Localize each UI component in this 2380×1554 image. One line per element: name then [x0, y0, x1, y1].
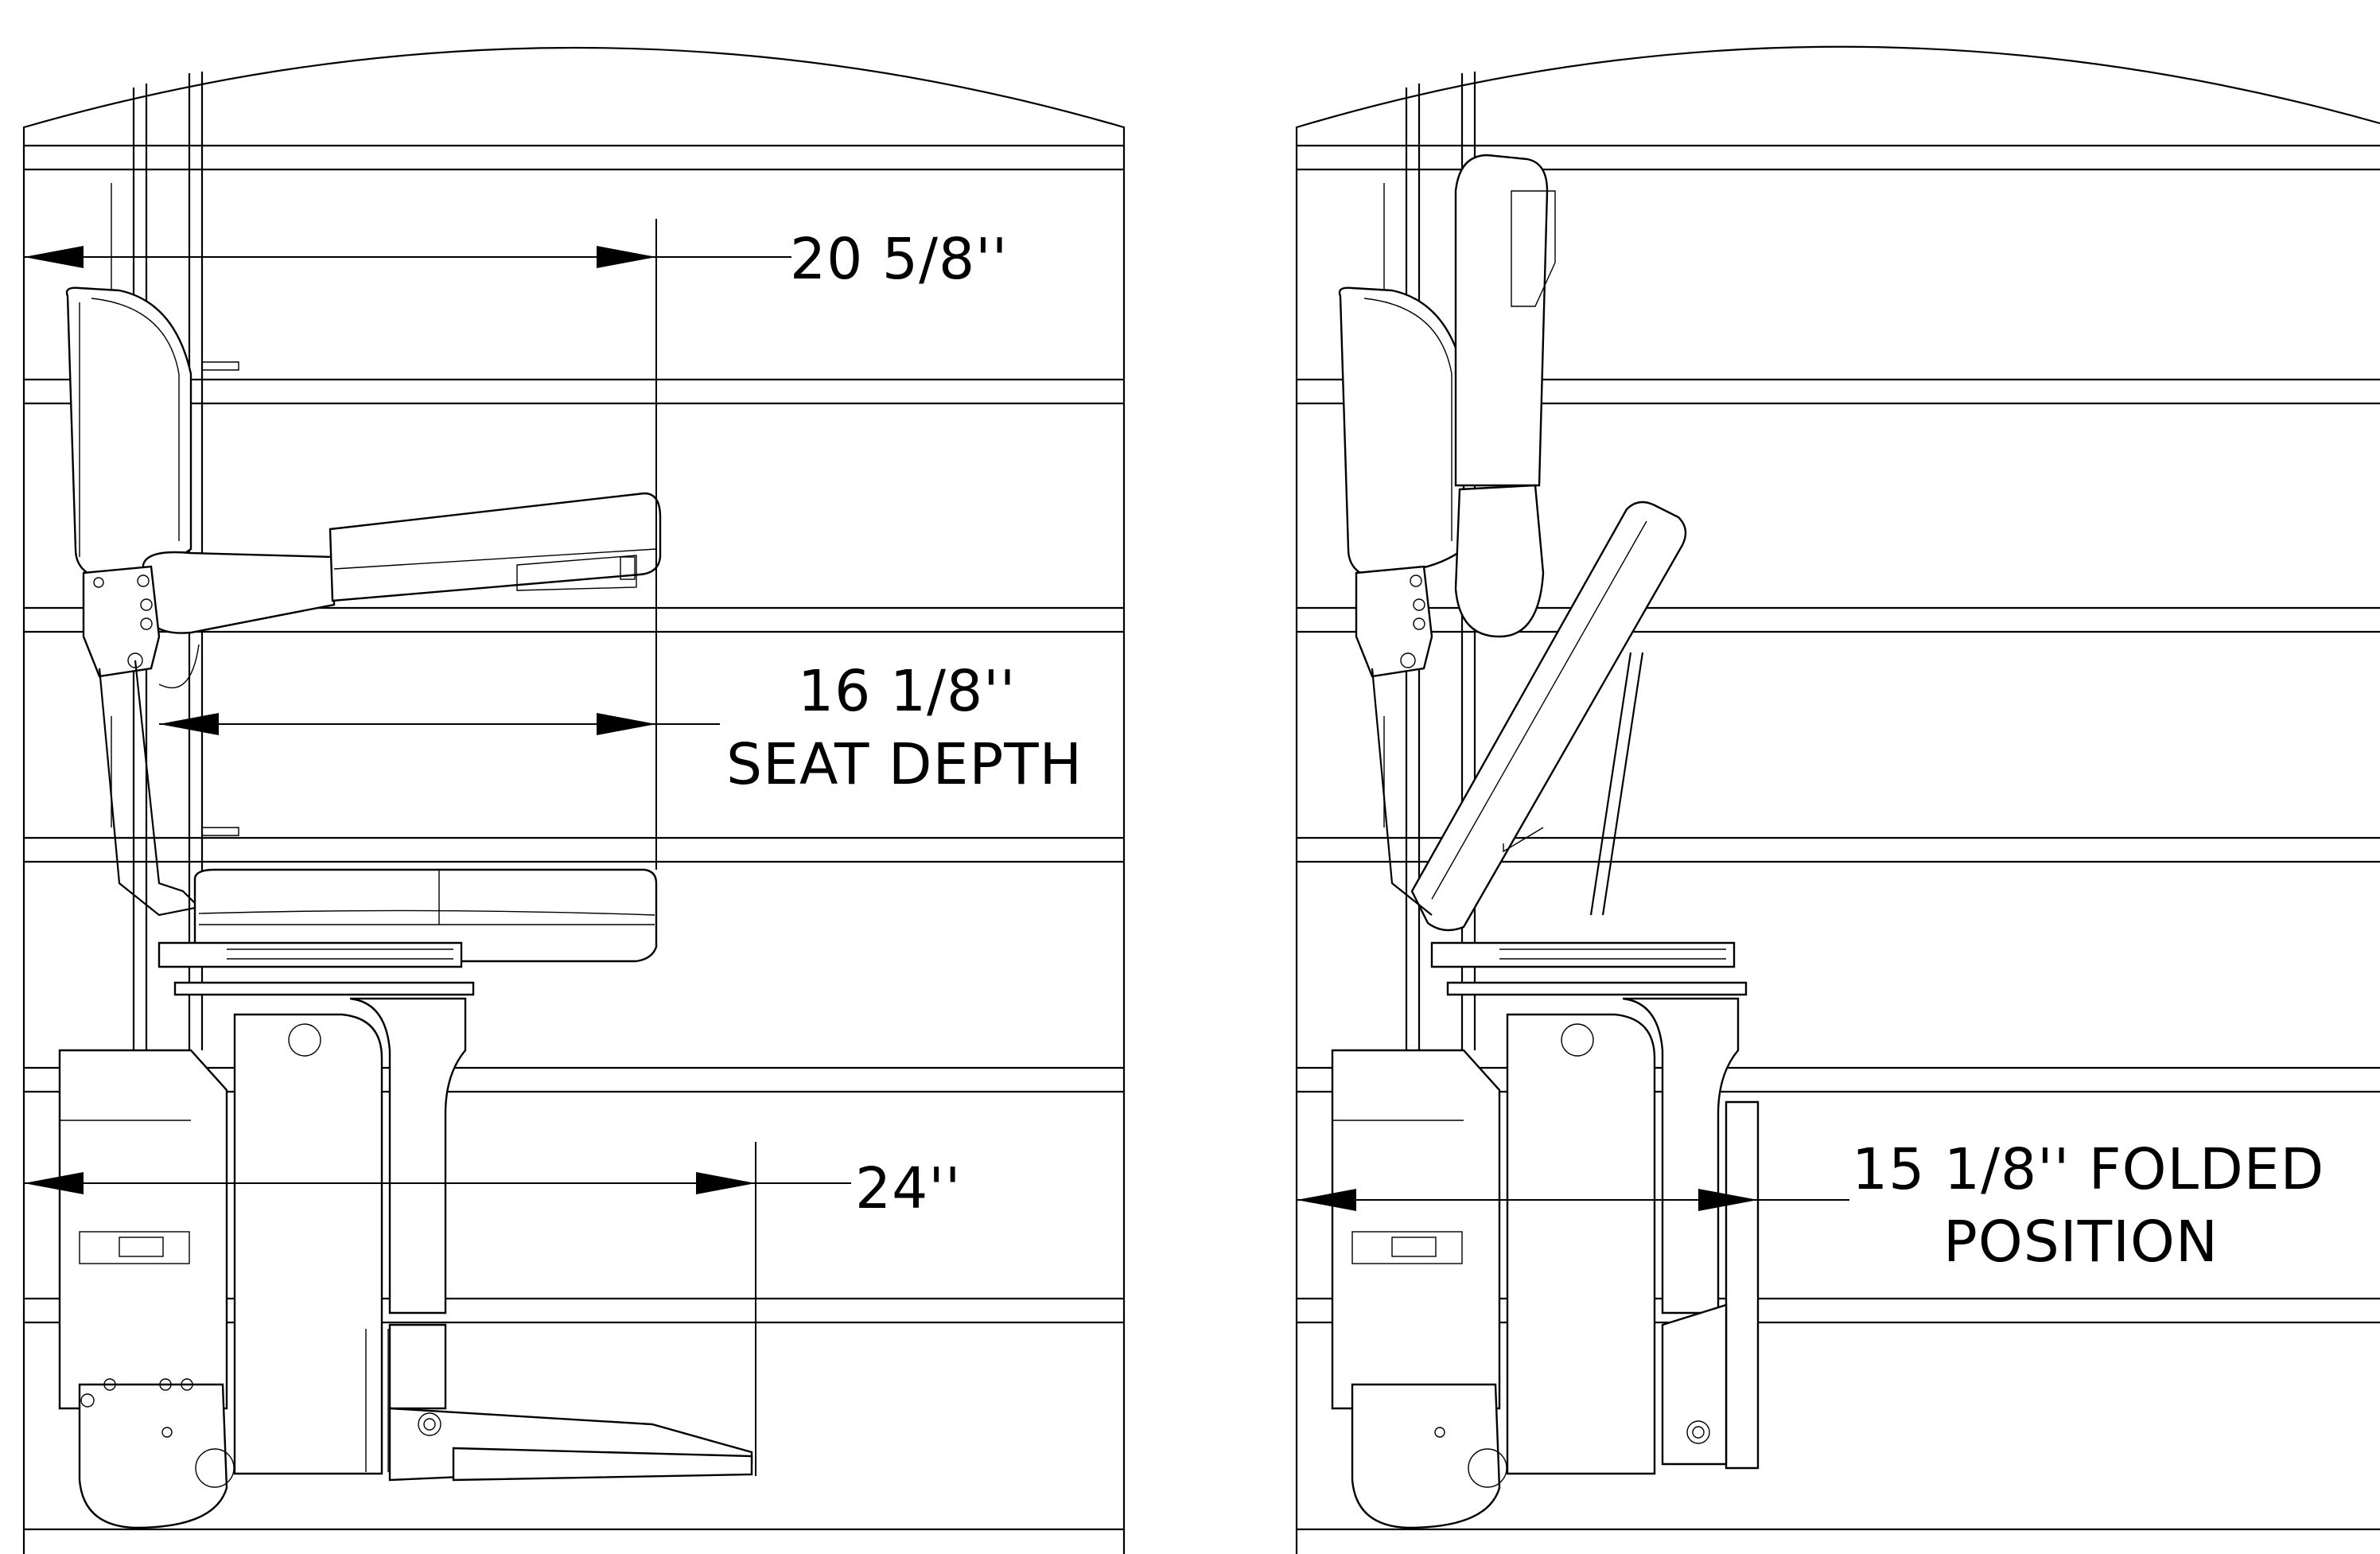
unfolded-view: 20 5/8'' 16 1/8'' SEAT DEPTH 24'': [22, 46, 1126, 1554]
dimension-seat-depth: [159, 713, 720, 735]
seat-folded-right: [1410, 500, 1687, 932]
label-folded-depth-line2: POSITION: [1943, 1209, 2219, 1275]
seat-back-right: [1338, 286, 1465, 574]
dimension-folded-depth: [1297, 1189, 1849, 1211]
dimension-footrest-depth: [24, 1142, 851, 1476]
armrest-folded-right: [1454, 154, 1556, 638]
pivot-plate-left: [82, 565, 201, 917]
armrest-left: [142, 492, 662, 634]
carriage-right: [1331, 1049, 1507, 1529]
label-footrest-depth: 24'': [855, 1155, 961, 1221]
dimension-overall-depth: [24, 219, 791, 870]
seat-frame-right: [1430, 941, 1748, 996]
footrest-left: [388, 1323, 753, 1482]
carriage-left: [58, 1049, 235, 1529]
column-left: [233, 997, 467, 1475]
label-seat-depth-text: SEAT DEPTH: [726, 731, 1083, 797]
label-seat-depth-value: 16 1/8'': [798, 658, 1016, 724]
footrest-folded-right: [1661, 1100, 1760, 1470]
folded-view: 15 1/8'' FOLDED POSITION: [1295, 45, 2380, 1554]
label-overall-depth: 20 5/8'': [790, 226, 1008, 292]
seat-frame-left: [158, 941, 475, 996]
seat-cushion-left: [193, 868, 658, 963]
label-folded-depth-line1: 15 1/8'' FOLDED: [1852, 1136, 2324, 1202]
column-right: [1506, 997, 1740, 1475]
seat-back-left: [65, 286, 192, 574]
pivot-plate-right: [1355, 565, 1433, 916]
